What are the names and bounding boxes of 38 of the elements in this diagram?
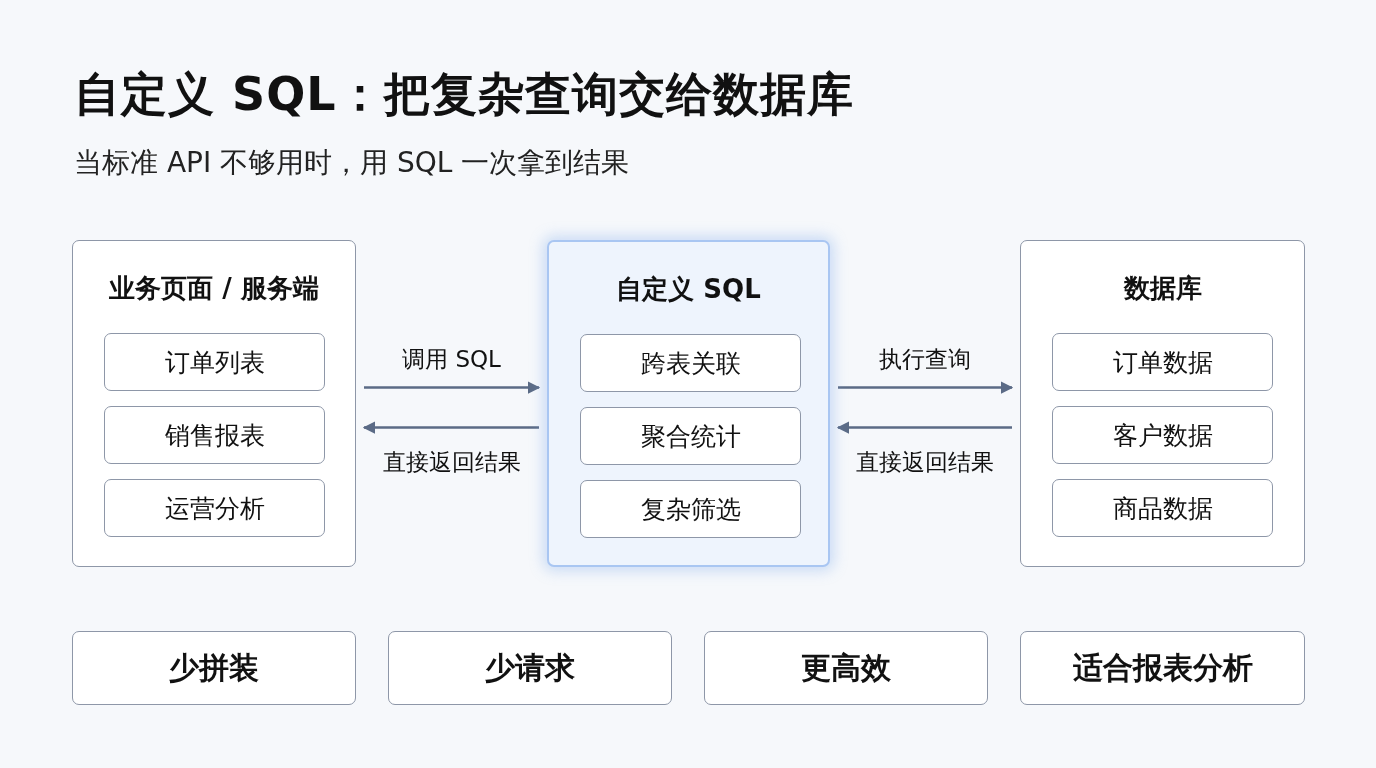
item-box <box>104 333 325 391</box>
feature-box <box>388 631 672 705</box>
panel-heading: 数据库 <box>1122 272 1203 305</box>
panel-heading: 自定义 SQL <box>615 273 762 306</box>
item-box <box>580 480 801 538</box>
item-label: 运营分析 <box>164 492 265 525</box>
item-box <box>1052 406 1273 464</box>
arrow <box>362 421 539 434</box>
feature-box <box>704 631 988 705</box>
item-box <box>104 406 325 464</box>
panel-box <box>72 240 356 567</box>
feature-label: 更高效 <box>801 648 891 687</box>
item-label: 复杂筛选 <box>640 493 741 526</box>
arrow <box>836 421 1012 434</box>
item-label: 客户数据 <box>1112 419 1213 452</box>
item-label: 商品数据 <box>1112 492 1213 525</box>
item-label: 聚合统计 <box>640 420 741 453</box>
item-label: 跨表关联 <box>640 347 741 380</box>
feature-label: 少拼装 <box>169 648 259 687</box>
panel-box <box>547 240 830 567</box>
feature-label: 适合报表分析 <box>1072 648 1253 687</box>
item-label: 订单列表 <box>164 346 265 379</box>
item-box <box>580 407 801 465</box>
item-box <box>104 479 325 537</box>
title: 自定义 SQL：把复杂查询交给数据库 <box>74 66 854 123</box>
subtitle: 当标准 API 不够用时，用 SQL 一次拿到结果 <box>74 145 630 181</box>
item-box <box>1052 479 1273 537</box>
arrow <box>838 381 1014 394</box>
arrow <box>364 381 541 394</box>
item-box <box>580 334 801 392</box>
feature-label: 少请求 <box>485 648 575 687</box>
feature-box <box>72 631 356 705</box>
panel-box <box>1020 240 1305 567</box>
panel-heading: 业务页面 / 服务端 <box>108 272 320 305</box>
item-box <box>1052 333 1273 391</box>
item-label: 销售报表 <box>164 419 265 452</box>
item-label: 订单数据 <box>1112 346 1213 379</box>
feature-box <box>1020 631 1305 705</box>
